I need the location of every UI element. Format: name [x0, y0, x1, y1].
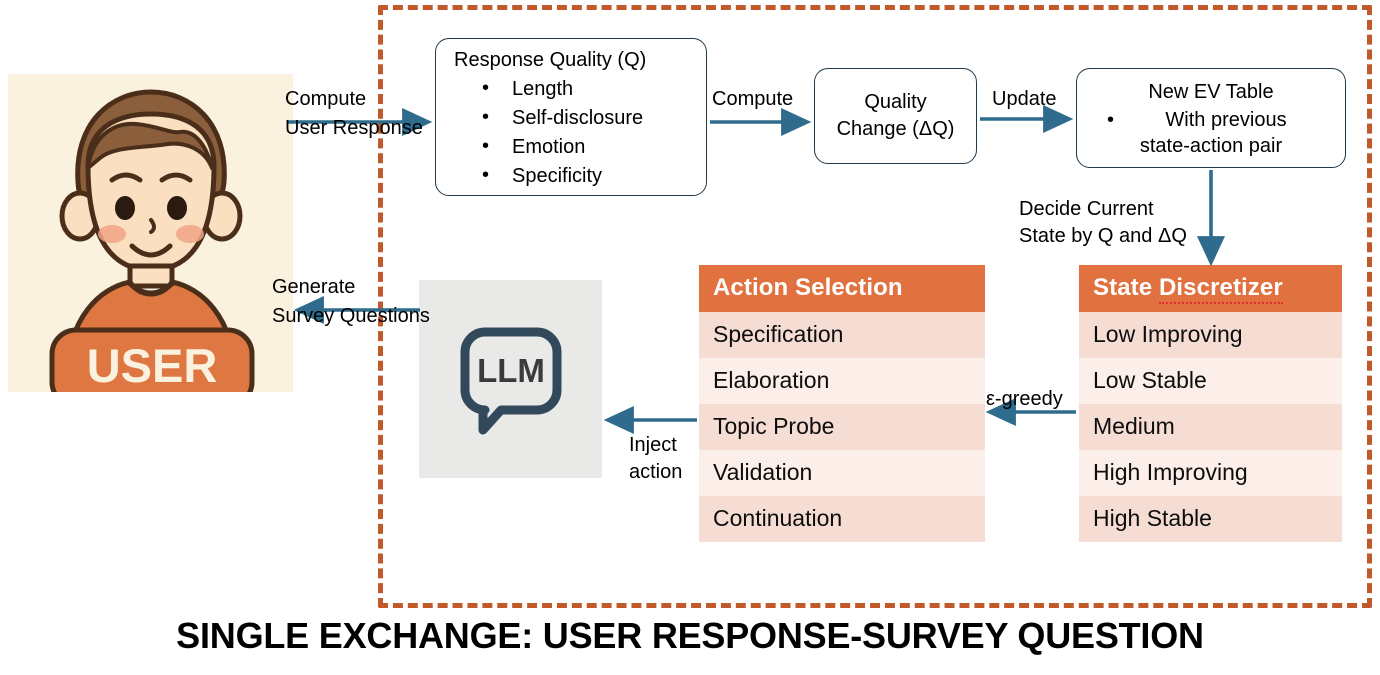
label-line2: action [629, 461, 683, 483]
llm-label: LLM [477, 352, 545, 389]
quality-change-line1: Quality [864, 91, 927, 113]
label-compute: Compute [712, 88, 794, 110]
user-avatar: USER [8, 74, 293, 392]
llm-block: LLM [419, 280, 602, 478]
llm-speech-bubble-icon: LLM [460, 327, 562, 435]
label-line1: Generate [272, 276, 356, 298]
quality-change-line2: Change (ΔQ) [836, 118, 955, 140]
header-word-state: State [1093, 274, 1153, 301]
quality-change-box: Quality Change (ΔQ) [814, 68, 977, 164]
label-update: Update [992, 88, 1057, 110]
label-line1: Inject [629, 434, 677, 456]
table-row[interactable]: Validation [699, 450, 985, 496]
action-selection-header: Action Selection [699, 265, 985, 312]
label-compute-user-response: Compute User Response [285, 88, 423, 140]
header-word-discretizer-misspelled: Discretizer [1158, 274, 1283, 304]
list-item: Length [482, 74, 706, 104]
table-row[interactable]: High Stable [1079, 496, 1342, 542]
label-line2: State by Q and ΔQ [1019, 225, 1187, 247]
action-selection-table: Action Selection Specification Elaborati… [699, 265, 985, 542]
table-row[interactable]: Continuation [699, 496, 985, 542]
list-item: Specificity [482, 161, 706, 191]
response-quality-box: Response Quality (Q) Length Self-disclos… [435, 38, 707, 196]
table-row[interactable]: Elaboration [699, 358, 985, 404]
state-discretizer-header: State Discretizer [1079, 265, 1342, 312]
table-row[interactable]: Medium [1079, 404, 1342, 450]
table-row[interactable]: Low Improving [1079, 312, 1342, 358]
label-inject-action: Inject action [629, 434, 682, 484]
label-line2: User Response [285, 117, 423, 139]
label-line1: Decide Current [1019, 198, 1154, 220]
user-avatar-illustration: USER [49, 89, 255, 392]
label-line2: Survey Questions [272, 305, 430, 327]
response-quality-title: Response Quality (Q) [454, 49, 647, 71]
ev-sub-line1: With previous [1165, 109, 1287, 131]
new-ev-table-subtext: • With previous state-action pair [1077, 107, 1345, 159]
new-ev-table-title: New EV Table [1148, 81, 1274, 103]
user-sign-label: USER [87, 339, 218, 392]
label-generate-survey-questions: Generate Survey Questions [272, 276, 430, 328]
table-row[interactable]: Topic Probe [699, 404, 985, 450]
label-decide-current-state: Decide Current State by Q and ΔQ [1019, 198, 1187, 248]
list-item: Emotion [482, 132, 706, 162]
state-discretizer-table: State Discretizer Low Improving Low Stab… [1079, 265, 1342, 542]
bullet-icon: • [1107, 109, 1115, 131]
table-row[interactable]: Specification [699, 312, 985, 358]
table-row[interactable]: High Improving [1079, 450, 1342, 496]
label-epsilon-greedy: ε-greedy [986, 388, 1063, 410]
single-exchange-boundary [378, 5, 1372, 608]
ev-sub-line2: state-action pair [1139, 135, 1283, 157]
label-line1: Compute [285, 88, 367, 110]
new-ev-table-box: New EV Table • With previous state-actio… [1076, 68, 1346, 168]
diagram-caption: SINGLE EXCHANGE: USER RESPONSE-SURVEY QU… [176, 615, 1204, 656]
response-quality-list: Length Self-disclosure Emotion Specifici… [436, 74, 706, 191]
table-row[interactable]: Low Stable [1079, 358, 1342, 404]
list-item: Self-disclosure [482, 103, 706, 133]
